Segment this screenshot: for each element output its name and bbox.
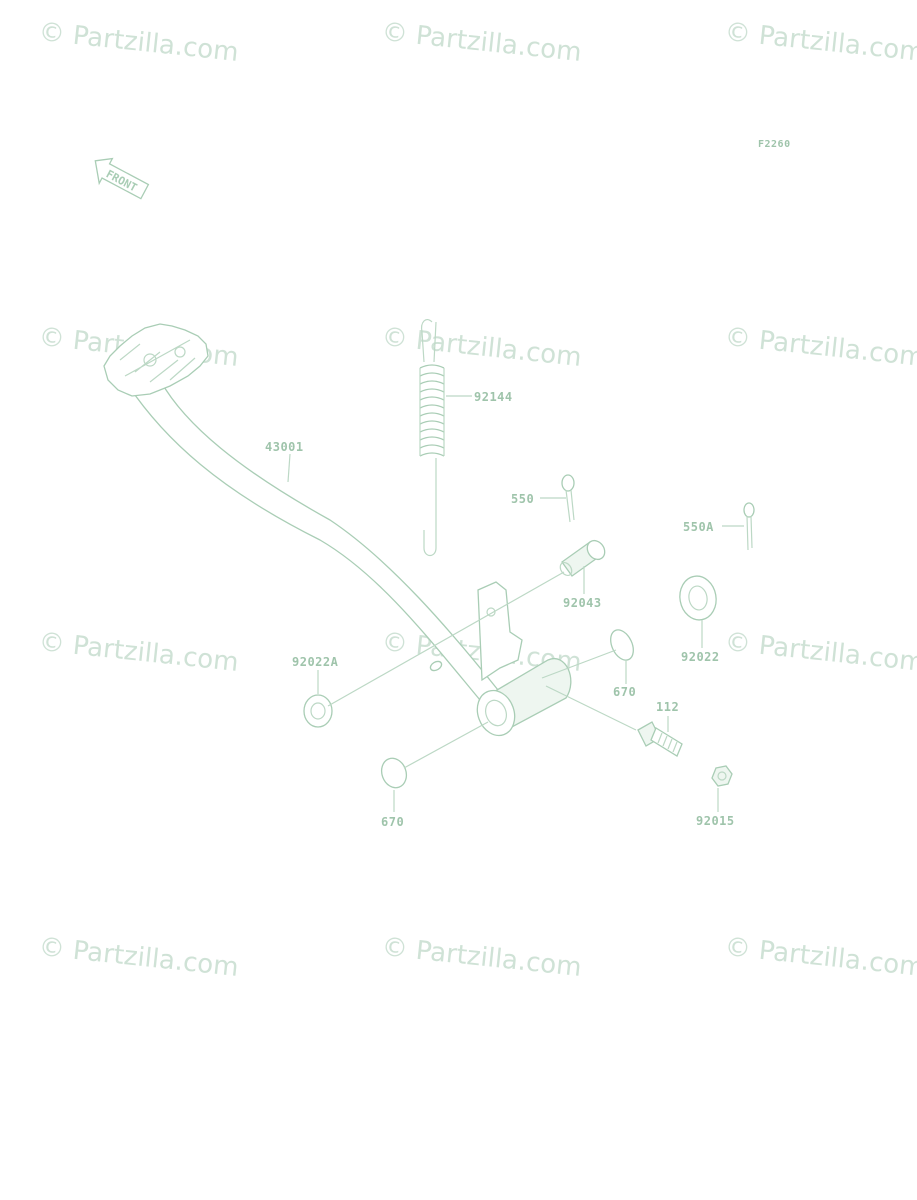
label-92022: 92022 [681,650,720,664]
washer [679,575,717,621]
label-670-left: 670 [381,815,404,829]
watermark: © Partzilla.com [37,17,240,68]
watermark: © Partzilla.com [380,17,583,68]
figure-code: F2260 [758,139,791,150]
leader-lines [287,395,744,812]
front-arrow-icon: FRONT [94,157,150,200]
cotter-pin-a [743,502,755,551]
watermarks: © Partzilla.com © Partzilla.com © Partzi… [37,17,917,983]
washer-a [303,694,333,728]
o-ring-left [380,757,408,789]
watermark: © Partzilla.com [37,627,240,678]
return-spring [419,319,445,557]
label-670-right: 670 [613,685,636,699]
watermark: © Partzilla.com [380,322,583,373]
label-92022a: 92022A [292,655,339,669]
label-550: 550 [511,492,534,506]
watermark: © Partzilla.com [380,932,583,983]
brake-pedal [103,323,572,737]
watermark: © Partzilla.com [723,17,917,68]
o-ring-right [610,629,634,661]
nut [711,765,733,787]
part-labels: 43001 92144 550 550A 92043 92022 92022A … [265,390,735,829]
assembly-lines [327,571,637,769]
label-92144: 92144 [474,390,513,404]
clevis-pin [559,539,606,577]
watermark: © Partzilla.com [723,932,917,983]
label-43001: 43001 [265,440,304,454]
watermark: © Partzilla.com [723,627,917,678]
watermark: © Partzilla.com [723,322,917,373]
bolt [637,721,683,757]
watermark: © Partzilla.com [37,932,240,983]
label-92015: 92015 [696,814,735,828]
label-92043: 92043 [563,596,602,610]
label-550a: 550A [683,520,714,534]
cotter-pin [561,474,575,523]
label-112: 112 [656,700,679,714]
